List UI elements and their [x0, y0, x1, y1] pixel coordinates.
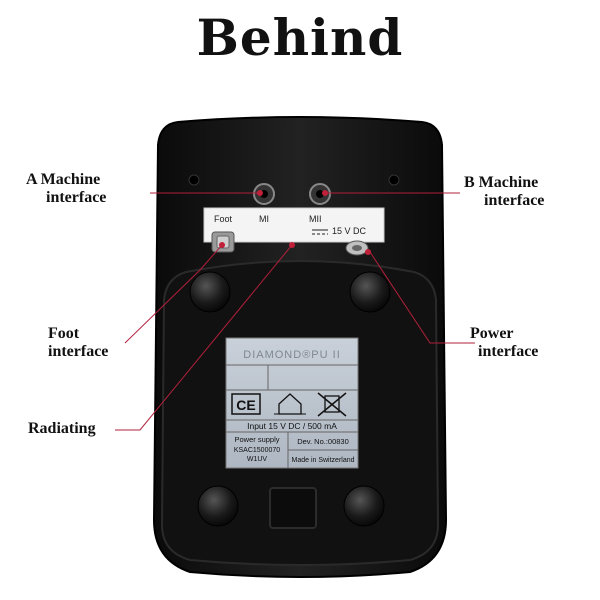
callout-a-line2: interface — [46, 189, 107, 206]
callout-line-foot — [124, 244, 223, 344]
callout-a-line1: A Machine — [26, 171, 101, 188]
port-label-strip — [203, 207, 385, 243]
callout-line-power — [369, 251, 475, 344]
machine-a-socket[interactable] — [253, 183, 275, 205]
power-connector[interactable] — [345, 240, 369, 256]
callout-power-line2: interface — [478, 343, 539, 360]
callout-power-interface: Power interface — [470, 325, 538, 361]
callout-lines — [115, 192, 475, 431]
dc-polarity-icon — [312, 229, 328, 235]
callout-power-line1: Power — [470, 325, 514, 342]
page-title: Behind — [196, 8, 404, 67]
weee-bin-icon — [317, 392, 347, 417]
callout-a-machine-interface: A Machine interface — [26, 171, 106, 207]
plate-dev-no: Dev. No.:00830 — [297, 437, 349, 446]
plate-ps-suffix: W1UV — [247, 456, 268, 463]
callout-dots — [219, 190, 371, 255]
bottom-recess — [269, 487, 317, 529]
callout-b-line1: B Machine — [464, 174, 539, 191]
port-label-foot: Foot — [214, 214, 233, 224]
ce-mark: CE — [236, 397, 255, 413]
callout-b-line2: interface — [484, 192, 545, 209]
callout-radiating: Radiating — [28, 420, 96, 438]
machine-b-socket[interactable] — [309, 183, 331, 205]
callout-foot-line1: Foot — [48, 325, 80, 342]
rubber-foot — [197, 485, 239, 527]
plate-power-supply: Power supply — [234, 435, 279, 444]
screw-hole — [188, 174, 200, 186]
screw-hole — [388, 174, 400, 186]
port-label-m1: MI — [259, 214, 269, 224]
plate-made-in: Made in Switzerland — [291, 457, 354, 464]
callout-b-machine-interface: B Machine interface — [464, 174, 544, 210]
callout-foot-line2: interface — [48, 343, 109, 360]
foot-connector[interactable] — [211, 231, 235, 253]
port-label-m2: MII — [309, 214, 322, 224]
plate-brand: DIAMOND®PU II — [243, 349, 341, 361]
callout-radiating-label: Radiating — [28, 420, 96, 437]
plate-input: Input 15 V DC / 500 mA — [247, 421, 337, 431]
callout-foot-interface: Foot interface — [48, 325, 108, 361]
plate-ps-model: KSAC1500070 — [234, 447, 280, 454]
port-label-dc: 15 V DC — [332, 226, 367, 236]
callout-line-radiating — [115, 244, 293, 431]
rubber-foot — [189, 271, 231, 313]
rating-plate: DIAMOND®PU II CE Input 15 V DC / 500 mA … — [225, 337, 359, 469]
indoor-use-icon — [274, 393, 306, 415]
rubber-foot — [343, 485, 385, 527]
rubber-foot — [349, 271, 391, 313]
